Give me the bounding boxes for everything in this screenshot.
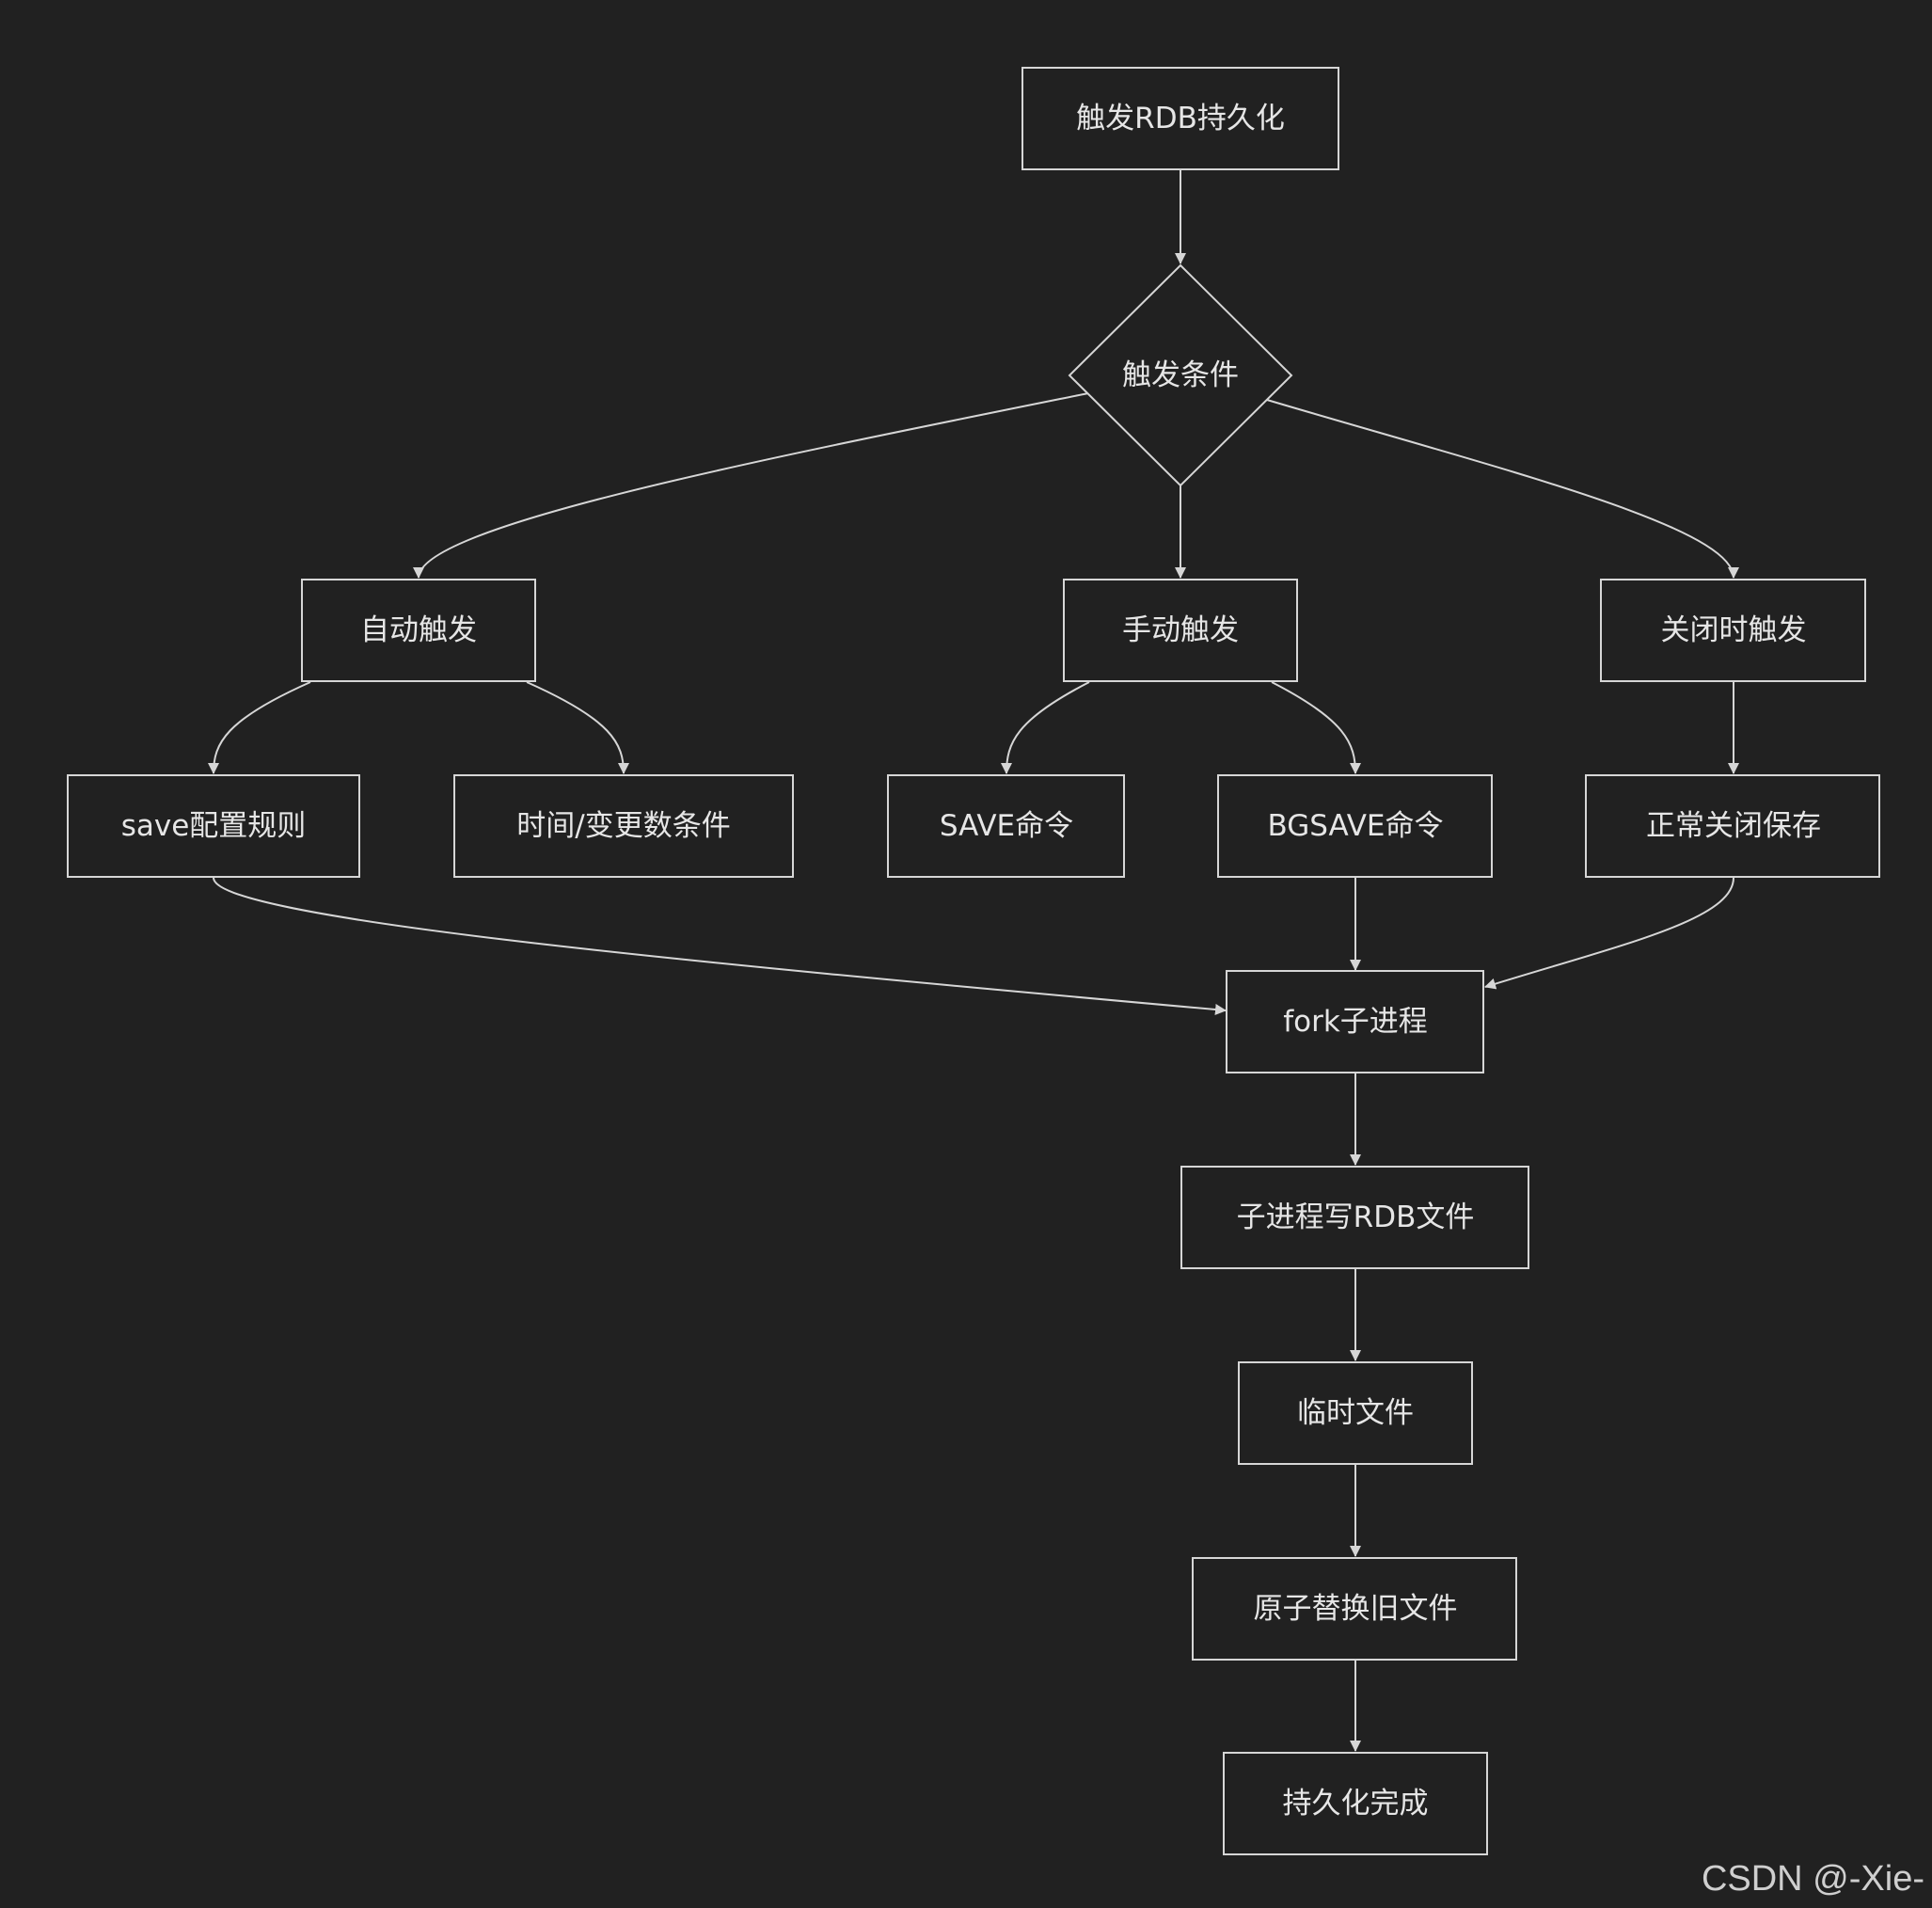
node-atomic-replace: 原子替换旧文件 <box>1192 1557 1517 1661</box>
node-manual-box <box>1063 579 1298 682</box>
node-save-cmd-box <box>887 774 1125 878</box>
node-start-label: 触发RDB持久化 <box>1076 102 1285 135</box>
node-bgsave-cmd: BGSAVE命令 <box>1217 774 1493 878</box>
node-manual-label: 手动触发 <box>1122 613 1239 647</box>
node-time-change: 时间/变更数条件 <box>453 774 794 878</box>
node-time-change-label: 时间/变更数条件 <box>516 809 730 843</box>
node-normal-shutdown-box <box>1585 774 1880 878</box>
node-auto: 自动触发 <box>301 579 536 682</box>
node-done-label: 持久化完成 <box>1283 1787 1429 1821</box>
node-temp-file-label: 临时文件 <box>1297 1396 1414 1430</box>
node-save-rule-box <box>67 774 360 878</box>
node-atomic-replace-label: 原子替换旧文件 <box>1254 1592 1458 1626</box>
node-fork-box <box>1226 970 1484 1073</box>
nodes: 触发RDB持久化 触发条件 自动触发 手动触发 关闭时触发 save配置规则 时… <box>67 67 1880 1855</box>
node-child-write-box <box>1180 1166 1529 1269</box>
node-bgsave-cmd-box <box>1217 774 1493 878</box>
node-manual: 手动触发 <box>1063 579 1298 682</box>
node-start: 触发RDB持久化 <box>1021 67 1339 170</box>
node-auto-box <box>301 579 536 682</box>
node-done: 持久化完成 <box>1223 1752 1488 1855</box>
node-normal-shutdown-label: 正常关闭保存 <box>1646 809 1821 843</box>
edges <box>208 170 1739 1752</box>
edge-normal-shutdown-to-fork <box>1484 877 1734 990</box>
node-child-write-label: 子进程写RDB文件 <box>1237 1200 1475 1234</box>
node-time-change-box <box>453 774 794 878</box>
edge-save-rule-to-fork <box>213 877 1227 1015</box>
node-fork: fork子进程 <box>1226 970 1484 1073</box>
edge-manual-to-bgsave-cmd <box>1271 681 1361 774</box>
edge-auto-to-save-rule <box>208 681 311 774</box>
node-done-box <box>1223 1752 1488 1855</box>
node-save-rule-label: save配置规则 <box>121 809 307 843</box>
node-fork-label: fork子进程 <box>1283 1005 1428 1039</box>
edge-manual-to-save-cmd <box>1001 681 1090 774</box>
node-temp-file: 临时文件 <box>1238 1361 1473 1465</box>
node-start-box <box>1021 67 1339 170</box>
node-temp-file-box <box>1238 1361 1473 1465</box>
node-save-cmd: SAVE命令 <box>887 774 1125 878</box>
node-shutdown-label: 关闭时触发 <box>1661 613 1807 647</box>
edge-auto-to-time-change <box>526 681 629 774</box>
node-normal-shutdown: 正常关闭保存 <box>1585 774 1880 878</box>
node-condition: 触发条件 <box>1068 263 1293 487</box>
node-condition-diamond <box>1068 263 1293 487</box>
edge-condition-to-auto <box>413 392 1089 579</box>
node-save-cmd-label: SAVE命令 <box>940 809 1073 843</box>
edge-condition-to-shutdown <box>1266 399 1739 579</box>
node-child-write: 子进程写RDB文件 <box>1180 1166 1529 1269</box>
node-shutdown-box <box>1600 579 1866 682</box>
node-atomic-replace-box <box>1192 1557 1517 1661</box>
node-condition-label: 触发条件 <box>1122 358 1239 392</box>
watermark: CSDN @-Xie- <box>1701 1859 1924 1899</box>
node-save-rule: save配置规则 <box>67 774 360 878</box>
node-shutdown: 关闭时触发 <box>1600 579 1866 682</box>
node-bgsave-cmd-label: BGSAVE命令 <box>1267 809 1443 843</box>
node-auto-label: 自动触发 <box>360 613 477 647</box>
